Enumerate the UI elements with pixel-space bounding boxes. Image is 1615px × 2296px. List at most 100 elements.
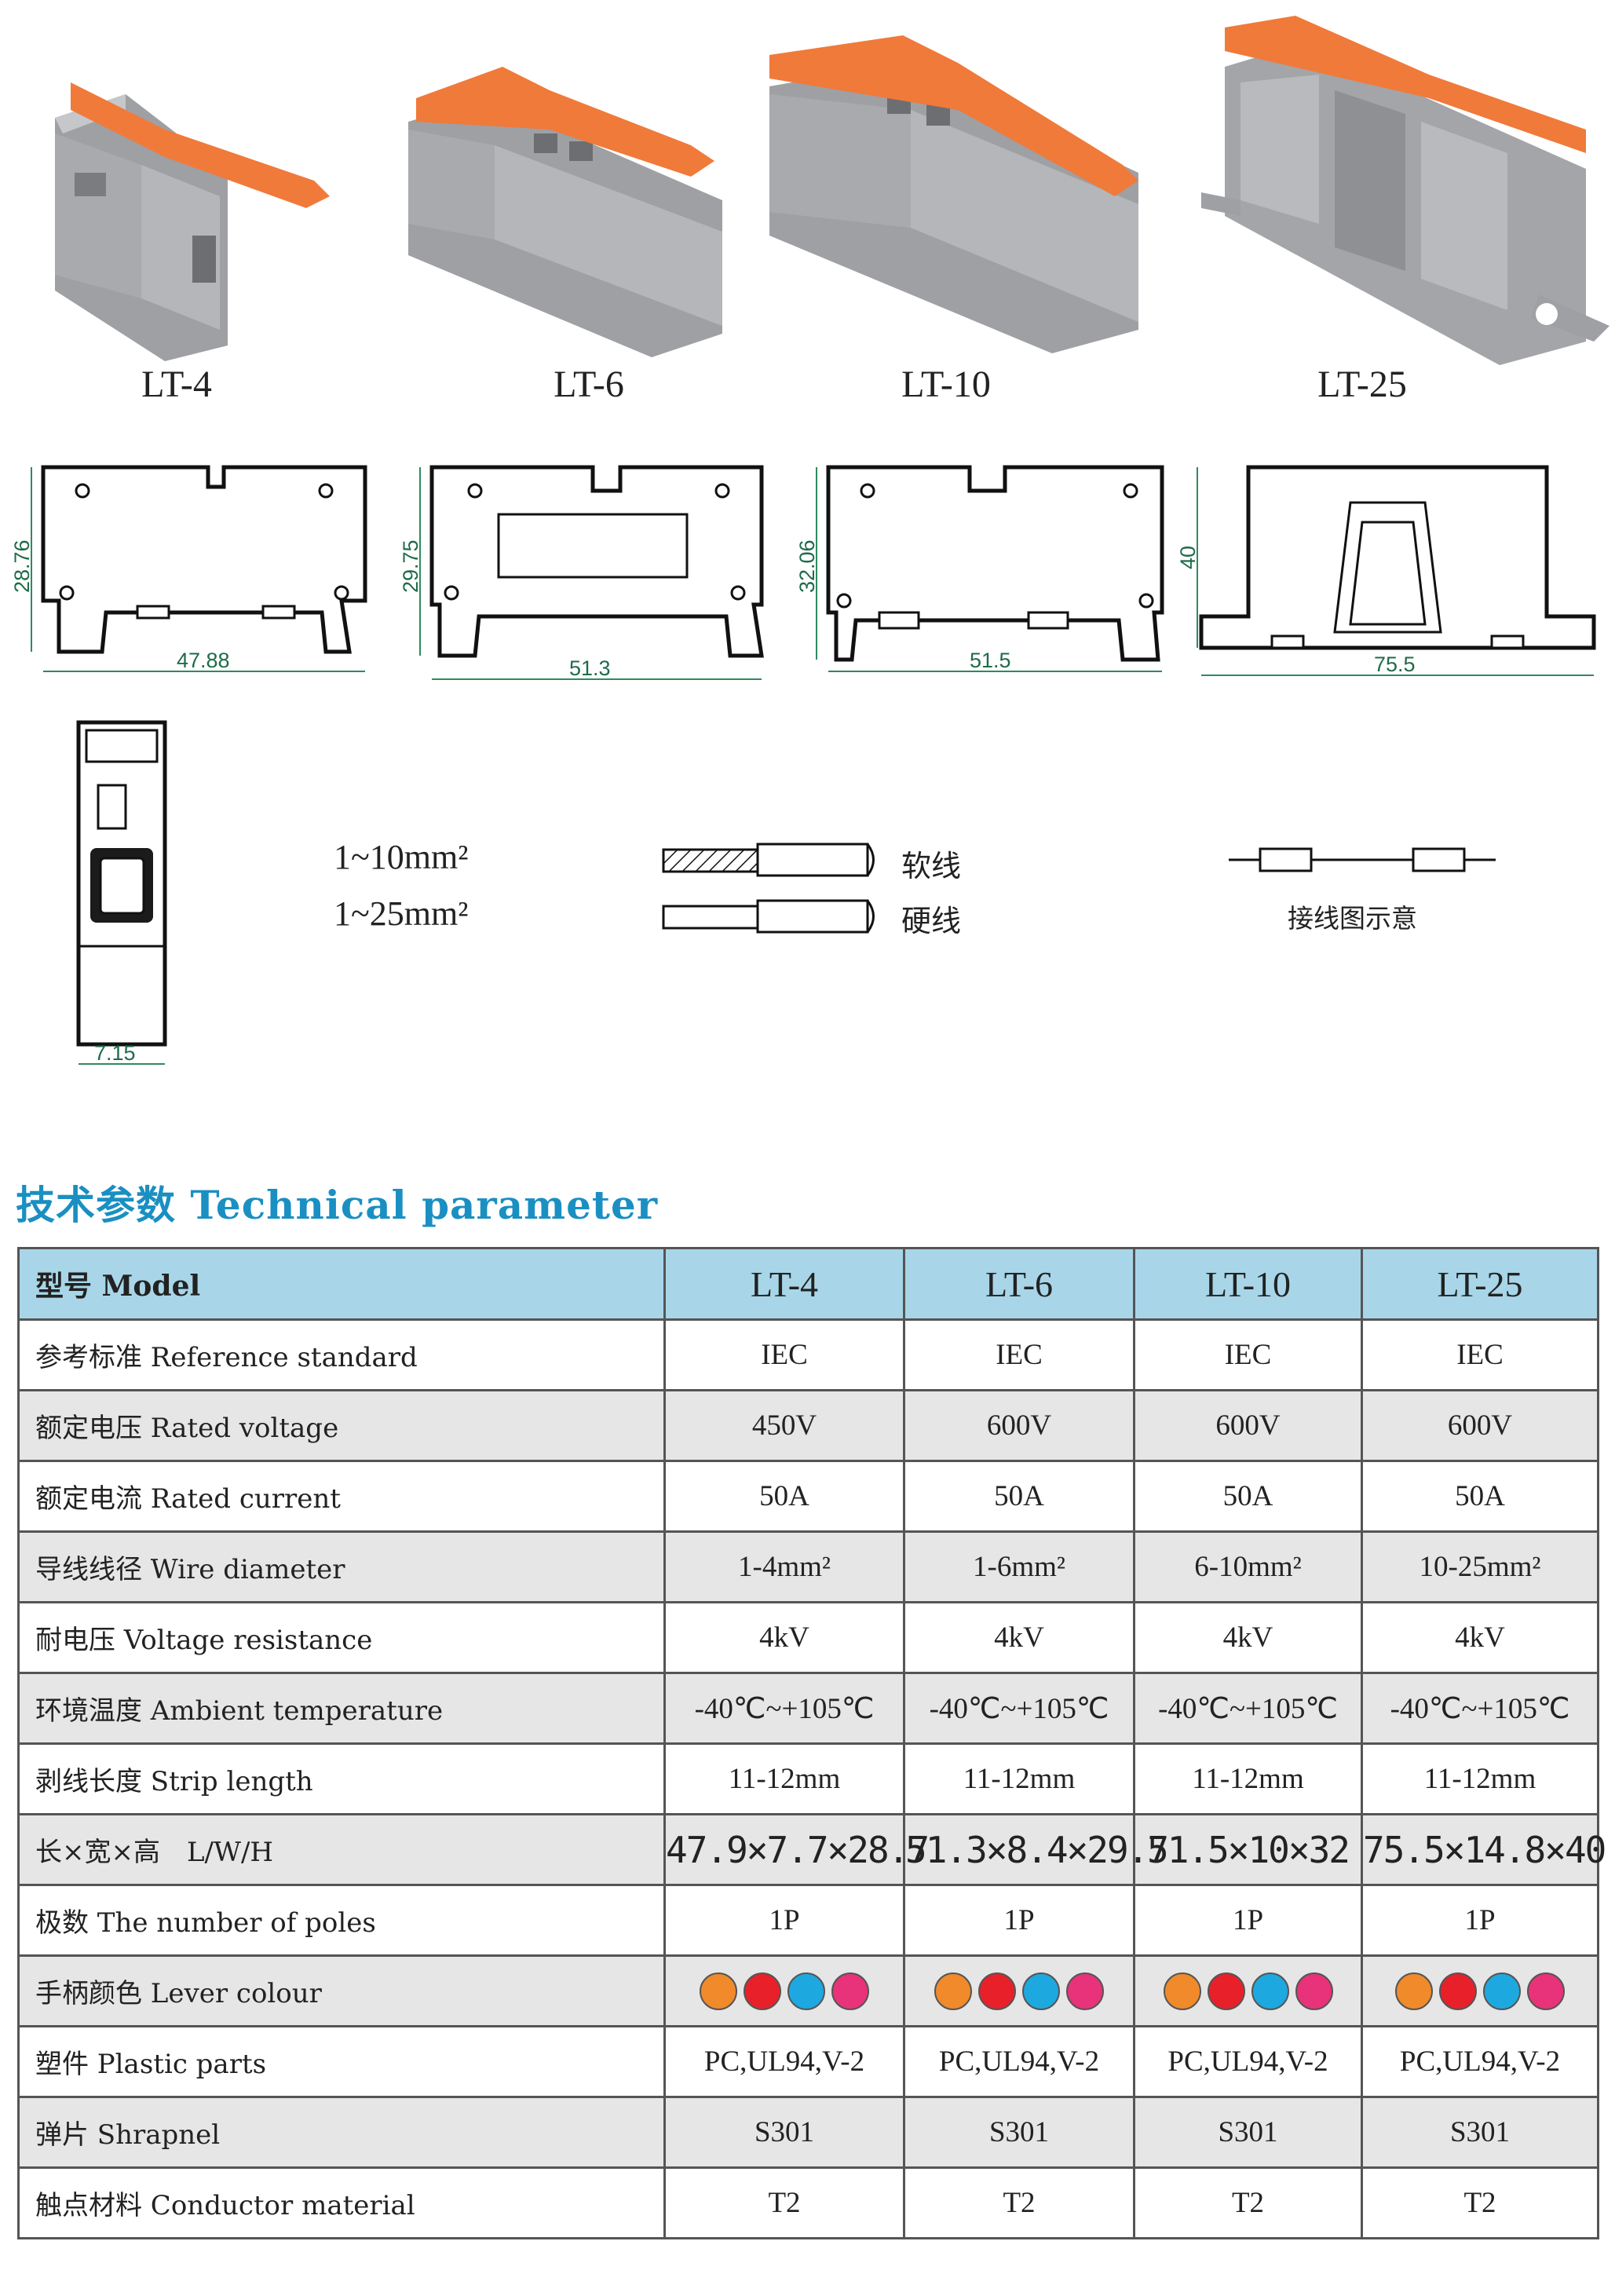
lever-colour-swatches [934,1972,1104,2010]
table-row: 环境温度 Ambient temperature -40℃~+105℃-40℃~+… [17,1672,1599,1745]
dim-lt25-width: 75.5 [1374,653,1416,676]
hard-wire-label: 硬线 [901,904,962,938]
table-cell [1133,1954,1363,2027]
table-cell: -40℃~+105℃ [903,1672,1135,1745]
table-cell: T2 [1361,2166,1599,2239]
product-render-lt6 [408,67,722,357]
drawing-lt25: 40 75.5 [1176,465,1596,676]
row-label: 环境温度 Ambient temperature [17,1672,666,1745]
header-label: 型号 Model [17,1247,666,1321]
lever-colour-pink [831,1972,869,2010]
lever-colour-blue [1251,1972,1289,2010]
lever-colour-orange [1395,1972,1433,2010]
table-cell: 4kV [903,1601,1135,1674]
product-label-lt25: LT-25 [1317,364,1407,405]
table-cell [1361,1954,1599,2027]
row-label: 额定电压 Rated voltage [17,1389,666,1462]
lever-colour-red [1207,1972,1245,2010]
table-cell: 1P [1133,1884,1363,1957]
soft-wire-range: 1~10mm² [334,838,469,876]
row-label: 参考标准 Reference standard [17,1318,666,1391]
table-cell: 600V [1133,1389,1363,1462]
lever-colour-red [744,1972,781,2010]
lever-colour-pink [1527,1972,1565,2010]
table-cell: 11-12mm [1361,1742,1599,1815]
product-label-lt10: LT-10 [901,364,991,405]
lever-colour-orange [700,1972,737,2010]
dim-lt10-height: 32.06 [795,539,819,593]
table-cell: PC,UL94,V-2 [1361,2025,1599,2098]
row-label: 长×宽×高 L/W/H [17,1813,666,1886]
table-cell [903,1954,1135,2027]
table-cell: 6-10mm² [1133,1530,1363,1603]
section-title: 技术参数 Technical parameter [16,1182,659,1228]
row-label: 剥线长度 Strip length [17,1742,666,1815]
dim-lt6-width: 51.3 [569,656,611,680]
lever-colour-orange [934,1972,972,2010]
table-cell: S301 [663,2096,905,2169]
table-cell: IEC [1133,1318,1363,1391]
dim-lt4-height: 28.76 [10,539,34,593]
table-cell: PC,UL94,V-2 [1133,2025,1363,2098]
header-model-cell: LT-4 [663,1247,905,1321]
table-cell: 51.5×10×32 [1133,1813,1363,1886]
table-cell: S301 [1361,2096,1599,2169]
dim-lt4-width: 47.88 [177,649,230,672]
lever-colour-red [978,1972,1016,2010]
lever-colour-red [1439,1972,1477,2010]
dim-side-width: 7.15 [94,1041,136,1065]
table-cell: 1-6mm² [903,1530,1135,1603]
lever-colour-blue [1022,1972,1060,2010]
table-cell: IEC [663,1318,905,1391]
table-cell: 4kV [663,1601,905,1674]
lever-colour-swatches [700,1972,869,2010]
table-cell: -40℃~+105℃ [1133,1672,1363,1745]
table-cell: 11-12mm [1133,1742,1363,1815]
product-label-lt4: LT-4 [141,364,212,405]
drawing-lt6: 29.75 51.3 [399,465,764,680]
table-cell: 50A [903,1460,1135,1533]
lever-colour-swatches [1395,1972,1565,2010]
table-cell: 51.3×8.4×29.7 [903,1813,1169,1886]
table-cell: 600V [1361,1389,1599,1462]
table-cell [663,1954,905,2027]
soft-wire-diagram [662,843,875,877]
wiring-schematic [1229,847,1496,872]
table-cell: S301 [1133,2096,1363,2169]
row-label: 弹片 Shrapnel [17,2096,666,2169]
table-cell: 1-4mm² [663,1530,905,1603]
soft-wire-label: 软线 [901,849,962,883]
table-cell: IEC [903,1318,1135,1391]
row-label: 额定电流 Rated current [17,1460,666,1533]
product-render-lt4 [55,82,330,361]
table-cell: 600V [903,1389,1135,1462]
hard-wire-range: 1~25mm² [334,894,469,933]
dim-lt25-height: 40 [1176,546,1200,569]
product-render-lt25 [1201,16,1610,365]
table-cell: S301 [903,2096,1135,2169]
row-label: 手柄颜色 Lever colour [17,1954,666,2027]
dim-lt6-height: 29.75 [399,539,422,593]
table-cell: PC,UL94,V-2 [903,2025,1135,2098]
lever-colour-orange [1163,1972,1201,2010]
lever-colour-pink [1066,1972,1104,2010]
lever-colour-pink [1295,1972,1333,2010]
row-label: 触点材料 Conductor material [17,2166,666,2239]
table-cell: PC,UL94,V-2 [663,2025,905,2098]
table-cell: T2 [903,2166,1135,2239]
header-model-cell: LT-10 [1133,1247,1363,1321]
table-cell: 4kV [1361,1601,1599,1674]
table-cell: T2 [1133,2166,1363,2239]
lever-colour-blue [787,1972,825,2010]
lever-colour-swatches [1163,1972,1333,2010]
table-cell: 4kV [1133,1601,1363,1674]
header-model-cell: LT-6 [903,1247,1135,1321]
drawing-lt10: 32.06 51.5 [795,465,1164,672]
